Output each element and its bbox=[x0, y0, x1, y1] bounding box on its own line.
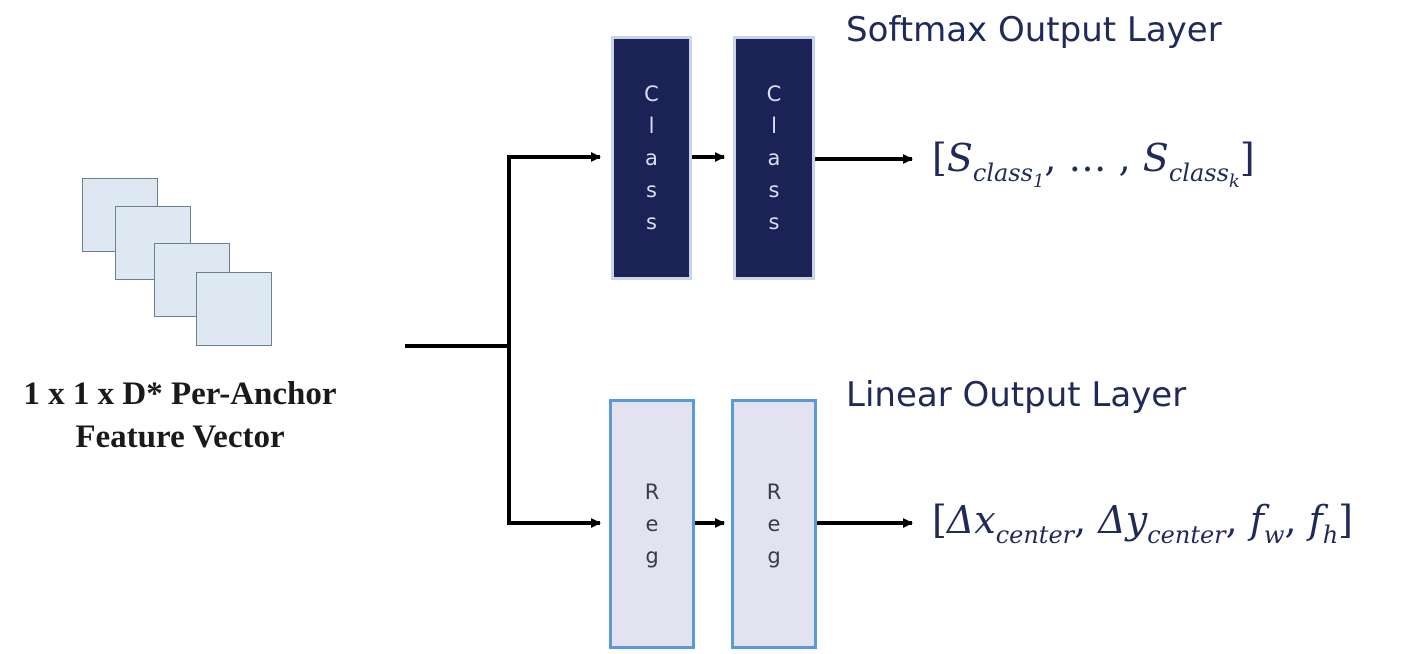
block-label-char: s bbox=[646, 210, 657, 234]
block-label-char: g bbox=[767, 544, 781, 568]
bracket-open: [ bbox=[932, 498, 947, 542]
ellipsis: , … , bbox=[1044, 136, 1143, 180]
score-first-sub: class bbox=[972, 159, 1033, 187]
f-w: f bbox=[1249, 498, 1264, 542]
block-label-char: a bbox=[767, 146, 781, 170]
block-label-char: C bbox=[766, 82, 782, 106]
bracket-close: ] bbox=[1338, 498, 1353, 542]
bracket-close: ] bbox=[1239, 136, 1255, 180]
reg-output-vector: [Δxcenter, Δycenter, fw, fh] bbox=[932, 498, 1353, 549]
score-last-index: k bbox=[1228, 171, 1240, 192]
block-label-char: e bbox=[645, 512, 659, 536]
delta-x: Δx bbox=[946, 498, 996, 542]
class-output-vector: [Sclass1, … , Sclassk] bbox=[932, 136, 1255, 192]
linear-layer-title: Linear Output Layer bbox=[846, 375, 1187, 415]
f-h-sub: h bbox=[1322, 521, 1339, 549]
input-label-line1: 1 x 1 x D* Per-Anchor bbox=[23, 376, 337, 412]
separator: , bbox=[1074, 498, 1099, 542]
block-label-char: l bbox=[771, 114, 777, 138]
delta-y: Δy bbox=[1098, 498, 1148, 542]
block-label-char: l bbox=[648, 114, 655, 138]
separator: , bbox=[1225, 498, 1250, 542]
input-label-line2: Feature Vector bbox=[75, 419, 285, 455]
score-first-index: 1 bbox=[1032, 171, 1045, 192]
block-label-char: s bbox=[646, 178, 657, 202]
score-last: S bbox=[1142, 136, 1169, 180]
f-h: f bbox=[1308, 498, 1323, 542]
f-w-sub: w bbox=[1263, 521, 1285, 549]
block-label-char: s bbox=[768, 178, 780, 202]
feature-square bbox=[196, 272, 272, 346]
delta-y-sub: center bbox=[1147, 521, 1226, 549]
separator: , bbox=[1284, 498, 1309, 542]
block-label-char: g bbox=[645, 544, 659, 568]
score-first: S bbox=[946, 136, 973, 180]
block-label-char: C bbox=[644, 82, 659, 106]
score-last-sub: class bbox=[1168, 159, 1229, 187]
block-label-char: R bbox=[766, 480, 782, 504]
softmax-layer-title: Softmax Output Layer bbox=[846, 10, 1222, 50]
delta-x-sub: center bbox=[995, 521, 1075, 549]
bracket-open: [ bbox=[932, 136, 947, 180]
block-label-char: e bbox=[767, 512, 781, 536]
block-label-char: R bbox=[644, 480, 660, 504]
block-label-char: s bbox=[768, 210, 780, 234]
block-label-char: a bbox=[645, 146, 658, 170]
